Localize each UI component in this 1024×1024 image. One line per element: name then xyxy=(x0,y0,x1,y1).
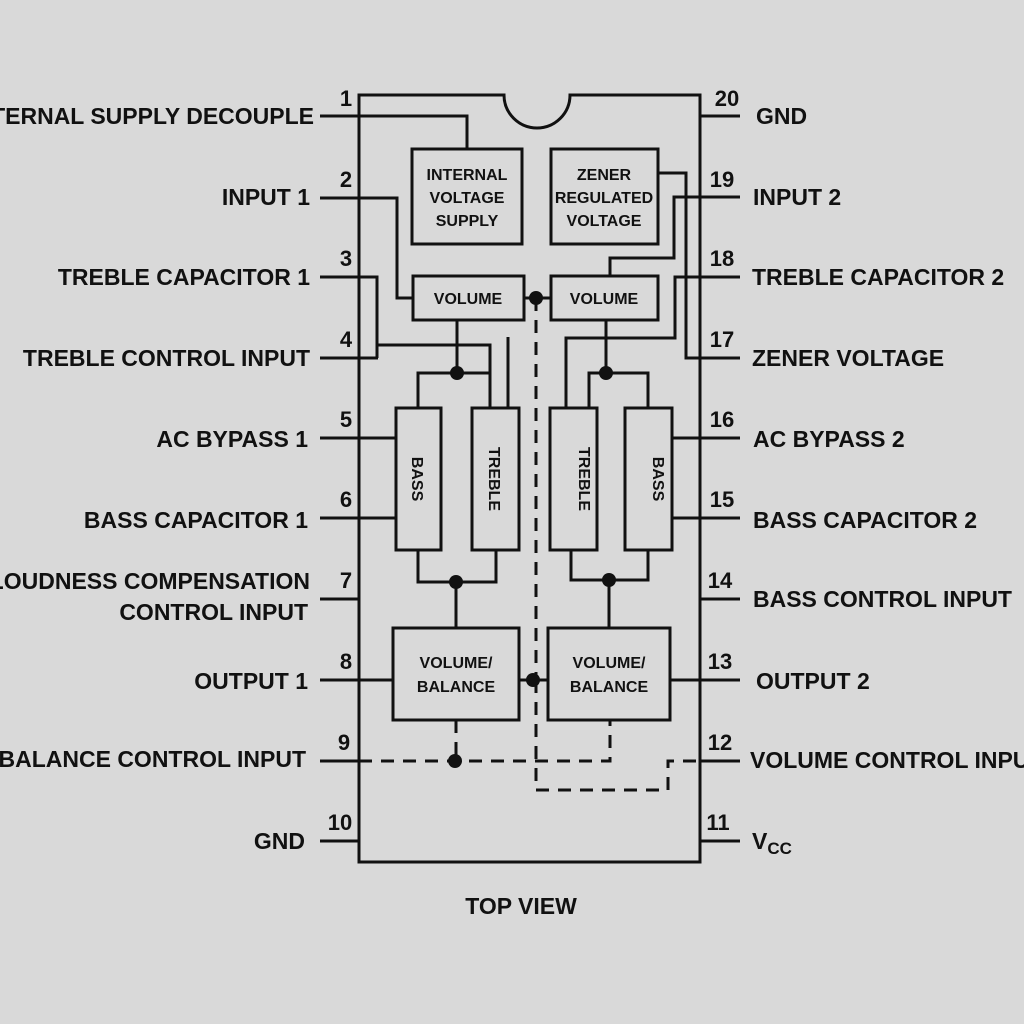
pin-number: 8 xyxy=(340,649,352,674)
pin-number: 13 xyxy=(708,649,732,674)
pin-number: 16 xyxy=(710,407,734,432)
pin-name: TREBLE CAPACITOR 2 xyxy=(752,264,1004,290)
ic-package-outline xyxy=(357,93,702,864)
block-zener-regulated-voltage: ZENER REGULATED VOLTAGE xyxy=(549,147,660,246)
pin-number: 20 xyxy=(715,86,739,111)
right-pin-stubs xyxy=(700,114,740,843)
vol-bal-1-line-2: BALANCE xyxy=(417,679,496,696)
right-pin-numbers: 20 19 18 17 16 15 14 13 12 11 xyxy=(706,86,739,835)
pin-name: INPUT 2 xyxy=(753,184,841,210)
block-volume-balance-2: VOLUME/ BALANCE xyxy=(546,626,672,722)
internal-supply-line-3: SUPPLY xyxy=(436,213,499,230)
pin-name: INTERNAL SUPPLY DECOUPLE xyxy=(0,103,314,129)
pin-number: 6 xyxy=(340,487,352,512)
pin-number: 3 xyxy=(340,246,352,271)
block-bass-2: BASS xyxy=(623,406,674,552)
left-pin-names: INTERNAL SUPPLY DECOUPLE INPUT 1 TREBLE … xyxy=(0,103,314,854)
pin-name: LOUDNESS COMPENSATION xyxy=(0,568,310,594)
block-volume-balance-1: VOLUME/ BALANCE xyxy=(391,626,521,722)
block-bass-1: BASS xyxy=(394,406,443,552)
block-volume-2: VOLUME xyxy=(549,274,660,322)
pin-number: 1 xyxy=(340,86,352,111)
junction-dots xyxy=(448,291,616,768)
pin-number: 10 xyxy=(328,810,352,835)
pin-number: 9 xyxy=(338,730,350,755)
pin-number: 19 xyxy=(710,167,734,192)
pin-number: 11 xyxy=(706,810,729,835)
block-treble-1: TREBLE xyxy=(470,406,521,552)
pin-name: GND xyxy=(756,103,807,129)
volume-1-label: VOLUME xyxy=(434,291,503,308)
left-pin-stubs xyxy=(320,114,359,843)
vol-bal-1-line-1: VOLUME/ xyxy=(420,655,493,672)
pin-number: 7 xyxy=(340,568,352,593)
pin-number: 4 xyxy=(340,327,353,352)
pin-name: BALANCE CONTROL INPUT xyxy=(0,746,306,772)
treble-2-label: TREBLE xyxy=(575,447,592,511)
treble-1-label: TREBLE xyxy=(485,447,502,511)
pin-name: AC BYPASS 2 xyxy=(753,426,905,452)
pin-name: BASS CAPACITOR 1 xyxy=(84,507,308,533)
block-treble-2: TREBLE xyxy=(548,406,599,552)
zener-line-3: VOLTAGE xyxy=(567,213,642,230)
top-view-caption: TOP VIEW xyxy=(465,893,577,919)
pin-name: TREBLE CONTROL INPUT xyxy=(23,345,310,371)
zener-line-2: REGULATED xyxy=(555,190,653,207)
pin-number: 18 xyxy=(710,246,734,271)
vol-bal-2-line-2: BALANCE xyxy=(570,679,649,696)
vcc-subscript: CC xyxy=(767,839,792,858)
pin-number: 14 xyxy=(708,568,733,593)
pin-number: 2 xyxy=(340,167,352,192)
pin-name: INPUT 1 xyxy=(222,184,310,210)
internal-wiring xyxy=(359,114,700,682)
pin-name: BASS CAPACITOR 2 xyxy=(753,507,977,533)
internal-supply-line-1: INTERNAL xyxy=(427,167,508,184)
bass-1-label: BASS xyxy=(408,457,425,502)
pin-name: VOLUME CONTROL INPUT xyxy=(750,747,1024,773)
pin-number: 15 xyxy=(710,487,734,512)
pin-name: GND xyxy=(254,828,305,854)
pin-name: AC BYPASS 1 xyxy=(156,426,308,452)
pin-name-vcc: VCC xyxy=(752,828,792,858)
zener-line-1: ZENER xyxy=(577,167,632,184)
pin-number: 17 xyxy=(710,327,734,352)
pin-number: 12 xyxy=(708,730,732,755)
pin-name: TREBLE CAPACITOR 1 xyxy=(58,264,310,290)
pin-name: ZENER VOLTAGE xyxy=(752,345,944,371)
right-pin-names: GND INPUT 2 TREBLE CAPACITOR 2 ZENER VOL… xyxy=(750,103,1024,858)
block-volume-1: VOLUME xyxy=(411,274,526,322)
pin-name: OUTPUT 1 xyxy=(194,668,308,694)
bass-2-label: BASS xyxy=(649,457,666,502)
pin-name: OUTPUT 2 xyxy=(756,668,870,694)
left-pin-numbers: 1 2 3 4 5 6 7 8 9 10 xyxy=(328,86,353,835)
pin-number: 5 xyxy=(340,407,352,432)
block-internal-voltage-supply: INTERNAL VOLTAGE SUPPLY xyxy=(410,147,524,246)
vol-bal-2-line-1: VOLUME/ xyxy=(573,655,646,672)
internal-supply-line-2: VOLTAGE xyxy=(430,190,505,207)
volume-2-label: VOLUME xyxy=(570,291,639,308)
vcc-main: V xyxy=(752,828,768,854)
pin-name: CONTROL INPUT xyxy=(119,599,308,625)
pin-name: BASS CONTROL INPUT xyxy=(753,586,1012,612)
